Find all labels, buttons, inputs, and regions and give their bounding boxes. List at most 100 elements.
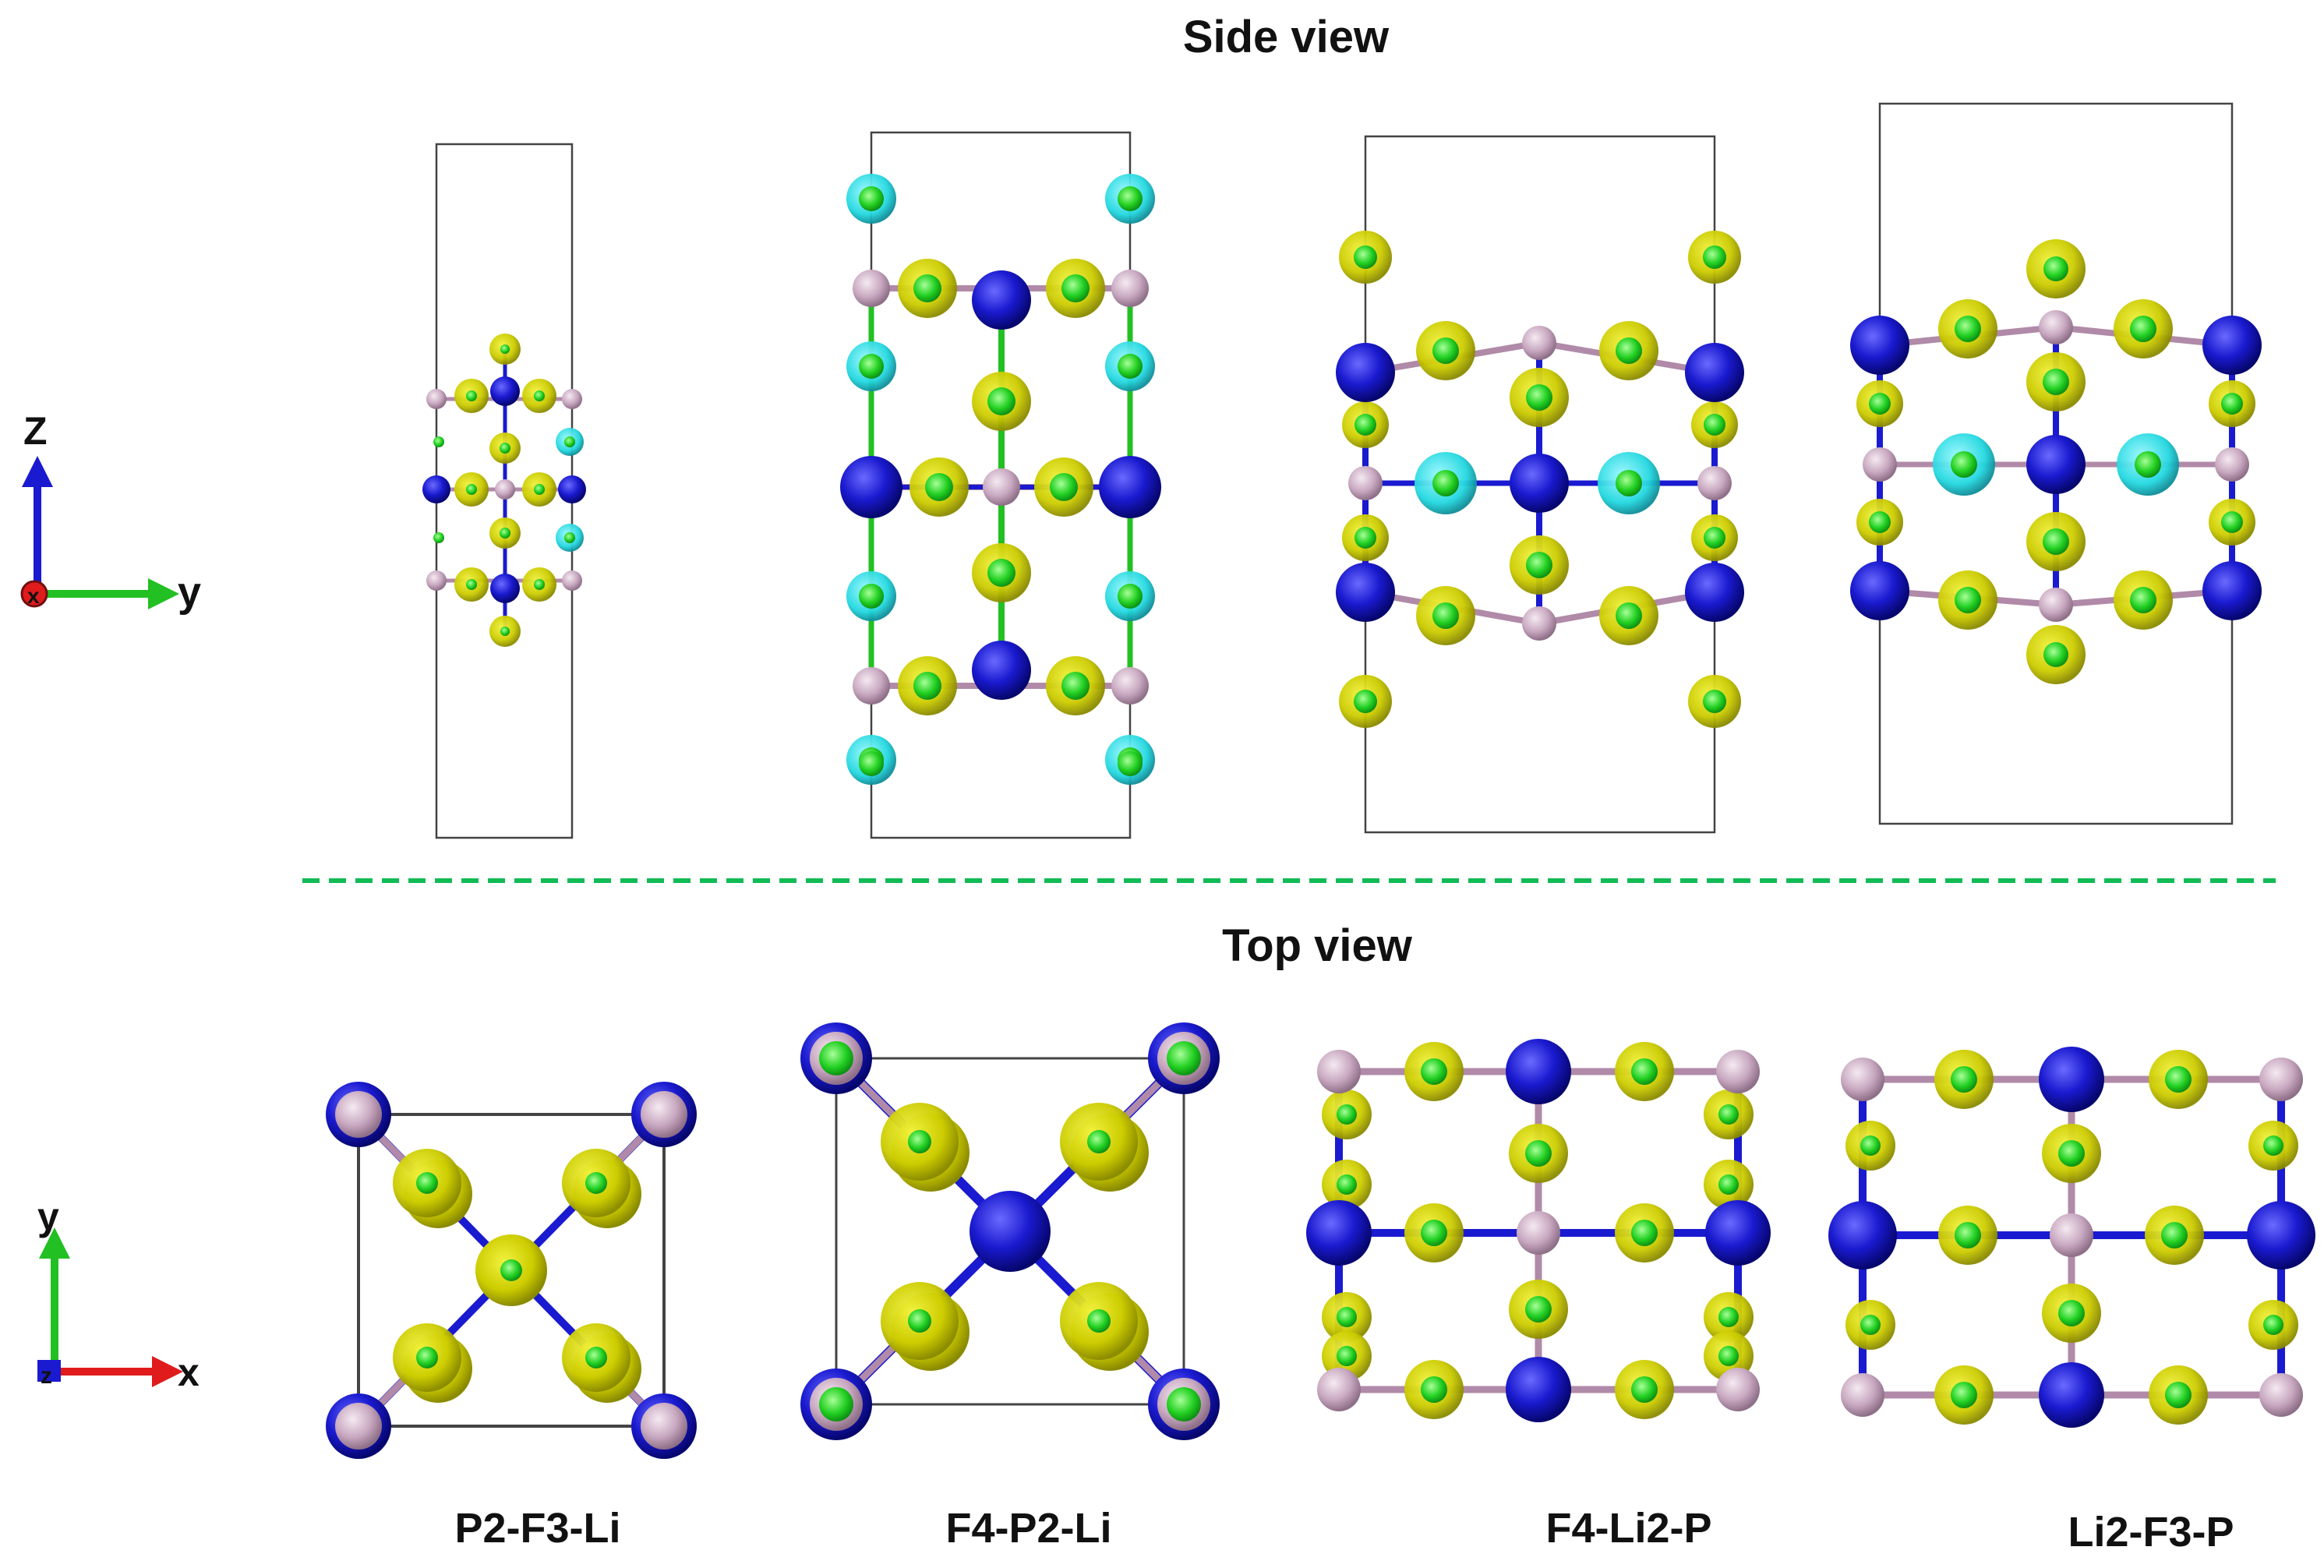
f-atom: [2058, 1140, 2085, 1167]
li-atom: [1828, 1201, 1897, 1270]
p-atom: [2050, 1213, 2093, 1257]
f-atom: [1167, 1041, 1201, 1075]
f-atom: [1432, 337, 1459, 364]
f-atom: [1616, 470, 1642, 496]
f-atom: [1354, 527, 1376, 549]
f-atom: [2043, 642, 2068, 667]
structure-label-4: Li2-F3-P: [2068, 1509, 2234, 1556]
li-atom: [972, 270, 1031, 330]
li-atom: [1685, 343, 1744, 402]
f-atom: [2263, 1315, 2283, 1335]
li-atom: [2247, 1201, 2315, 1270]
f-atom: [1951, 1066, 1977, 1093]
p-atom: [1517, 1211, 1560, 1255]
f-atom: [1951, 1382, 1977, 1408]
side-axis-x-label: x: [27, 584, 40, 608]
li-atom: [1336, 563, 1395, 622]
p-atom: [2259, 1373, 2303, 1417]
f-atom: [987, 559, 1015, 587]
f-atom: [1955, 587, 1981, 613]
side-view-heading: Side view: [1182, 12, 1390, 62]
f-atom: [1703, 245, 1726, 269]
f-atom: [1167, 1387, 1201, 1421]
li-atom: [490, 574, 520, 603]
f-atom: [1118, 354, 1143, 379]
f-atom: [500, 344, 510, 354]
p-atom: [1317, 1368, 1361, 1411]
li-atom: [1506, 1039, 1571, 1104]
f-atom: [2130, 316, 2156, 342]
f-atom: [1526, 384, 1552, 411]
f-atom: [500, 627, 510, 636]
f-atom: [416, 1172, 438, 1194]
f-atom: [859, 354, 884, 379]
top-view-axes: y x z: [37, 1195, 200, 1394]
li-atom: [1099, 456, 1161, 518]
f-atom: [1718, 1174, 1739, 1195]
f-atom: [1616, 337, 1642, 364]
li-atom: [2026, 435, 2086, 494]
f-atom: [859, 186, 884, 211]
f-atom: [2043, 528, 2069, 555]
f-atom: [2135, 451, 2161, 478]
f-atom: [1118, 751, 1143, 776]
p-atom: [1716, 1050, 1760, 1093]
p-atom: [562, 570, 582, 591]
p-atom: [1863, 447, 1897, 482]
p-atom: [1522, 326, 1556, 360]
p-atom: [2259, 1058, 2303, 1101]
f-atom: [1337, 1346, 1357, 1366]
f-atom: [1354, 690, 1377, 713]
f-atom: [1061, 274, 1090, 302]
p-atom: [2039, 310, 2073, 344]
side-axis-y-label: y: [178, 569, 201, 616]
p-atom: [2039, 588, 2073, 622]
f-atom: [2165, 1382, 2192, 1408]
f-atom: [1526, 552, 1552, 578]
p-atom: [426, 389, 447, 409]
p-atom: [1522, 606, 1556, 641]
f-atom: [859, 751, 884, 776]
f-atom: [534, 390, 545, 401]
f-atom: [1616, 602, 1642, 629]
li-atom: [1705, 1200, 1771, 1266]
p-atom: [1317, 1050, 1361, 1093]
f-atom: [1432, 602, 1459, 629]
p-atom: [335, 1403, 382, 1450]
f-atom: [1860, 1315, 1881, 1335]
f-atom: [987, 387, 1015, 415]
top-axis-z-label: z: [41, 1363, 52, 1389]
li-atom: [490, 376, 520, 406]
f-atom: [1337, 1174, 1357, 1195]
f-atom: [1631, 1220, 1658, 1246]
structure-label-1: P2-F3-Li: [454, 1505, 621, 1552]
li-atom: [1336, 343, 1395, 402]
p-atom: [562, 389, 582, 409]
f-atom: [1631, 1376, 1658, 1403]
f-atom: [925, 473, 953, 501]
f-atom: [2058, 1300, 2085, 1326]
li-atom: [1850, 561, 1909, 620]
p-atom: [1841, 1058, 1884, 1101]
p-atom: [2215, 447, 2249, 482]
f-atom: [819, 1387, 853, 1421]
f-atom: [564, 436, 575, 447]
f-atom: [2165, 1066, 2192, 1093]
f-atom: [1421, 1058, 1447, 1085]
li-atom: [2039, 1362, 2104, 1428]
f-atom: [1869, 393, 1891, 415]
p-atom: [853, 667, 890, 705]
f-atom: [1951, 451, 1977, 478]
p-atom: [426, 570, 447, 591]
li-atom: [1306, 1200, 1372, 1266]
structure-label-2: F4-P2-Li: [945, 1505, 1112, 1552]
li-atom: [1510, 454, 1569, 513]
f-atom: [1955, 316, 1981, 342]
li-atom: [1685, 563, 1744, 622]
li-atom: [972, 641, 1031, 700]
p-atom: [1841, 1373, 1884, 1417]
unit-cell-top-2: [835, 1057, 1185, 1406]
unit-cell-top-1: [357, 1113, 666, 1428]
f-atom: [1087, 1130, 1111, 1153]
